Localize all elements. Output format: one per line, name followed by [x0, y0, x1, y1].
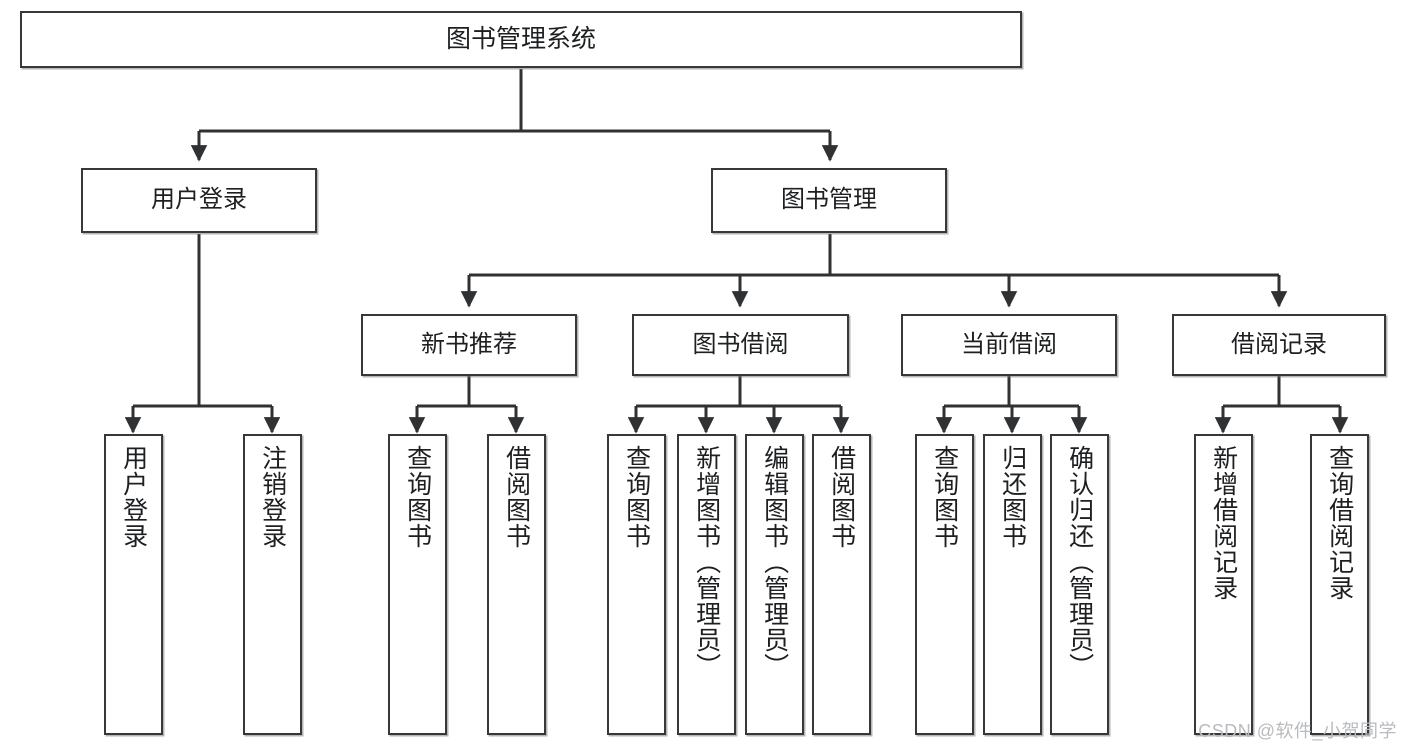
leaf-new-book-borrow-book[interactable]: 借阅图书 — [487, 434, 546, 735]
node-book-borrow[interactable]: 图书借阅 — [632, 314, 849, 376]
node-root-book-management-system[interactable]: 图书管理系统 — [20, 11, 1022, 68]
node-label: 新增图书（管理员） — [692, 445, 721, 679]
node-label: 注销登录 — [258, 445, 287, 549]
node-borrow-records[interactable]: 借阅记录 — [1172, 314, 1386, 376]
leaf-book-borrow-edit-book-admin[interactable]: 编辑图书（管理员） — [745, 434, 804, 735]
node-label: 图书借阅 — [692, 330, 789, 358]
node-user-login[interactable]: 用户登录 — [81, 168, 317, 233]
node-label: 查询图书 — [403, 445, 432, 549]
leaf-borrow-records-query-record[interactable]: 查询借阅记录 — [1310, 434, 1369, 735]
node-label: 借阅图书 — [502, 445, 531, 549]
node-label: 查询图书 — [930, 445, 959, 549]
node-label: 用户登录 — [151, 186, 247, 214]
node-label: 借阅记录 — [1231, 330, 1327, 358]
leaf-new-book-query-book[interactable]: 查询图书 — [388, 434, 447, 735]
node-current-borrow[interactable]: 当前借阅 — [901, 314, 1117, 376]
node-book-management[interactable]: 图书管理 — [711, 168, 947, 233]
node-new-book-recommend[interactable]: 新书推荐 — [361, 314, 577, 376]
watermark-text: CSDN @软件_小贺同学 — [1198, 721, 1397, 741]
node-label: 确认归还（管理员） — [1065, 445, 1094, 679]
node-label: 新增借阅记录 — [1209, 445, 1238, 601]
node-label: 当前借阅 — [961, 330, 1057, 358]
leaf-book-borrow-query-book[interactable]: 查询图书 — [607, 434, 666, 735]
node-label: 归还图书 — [998, 445, 1027, 549]
leaf-borrow-records-add-record[interactable]: 新增借阅记录 — [1194, 434, 1253, 735]
node-label: 图书管理系统 — [445, 24, 596, 53]
node-label: 查询图书 — [622, 445, 651, 549]
leaf-user-login-logout[interactable]: 注销登录 — [243, 434, 302, 735]
node-label: 编辑图书（管理员） — [760, 445, 789, 679]
leaf-current-borrow-confirm-return-admin[interactable]: 确认归还（管理员） — [1050, 434, 1109, 735]
leaf-book-borrow-add-book-admin[interactable]: 新增图书（管理员） — [677, 434, 736, 735]
node-label: 查询借阅记录 — [1325, 445, 1354, 601]
leaf-user-login-login[interactable]: 用户登录 — [104, 434, 163, 735]
leaf-current-borrow-query-book[interactable]: 查询图书 — [915, 434, 974, 735]
node-label: 图书管理 — [781, 186, 877, 214]
leaf-current-borrow-return-book[interactable]: 归还图书 — [983, 434, 1042, 735]
leaf-book-borrow-borrow-book[interactable]: 借阅图书 — [812, 434, 871, 735]
node-label: 借阅图书 — [827, 445, 856, 549]
node-label: 用户登录 — [119, 445, 148, 549]
node-label: 新书推荐 — [421, 330, 517, 358]
